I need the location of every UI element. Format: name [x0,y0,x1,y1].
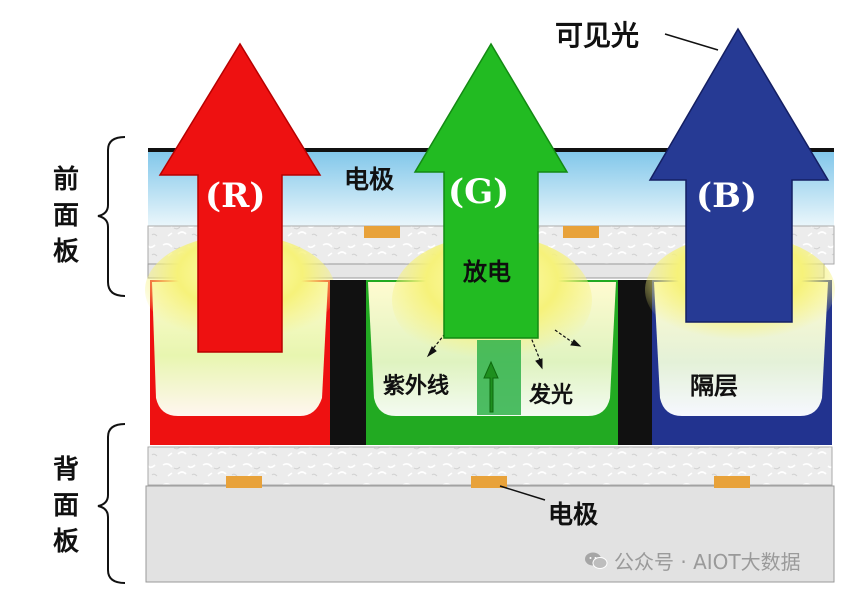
uv-arrow [483,360,499,413]
barrier-rib-right [618,280,652,445]
visible-light-pointer [664,33,719,51]
electrode-bottom-pointer [499,485,546,501]
wechat-icon [585,552,608,569]
uv-column [477,340,521,415]
barrier-rib-left [330,280,366,445]
discharge-label: 放电 [463,258,511,286]
back-panel-label: 背面板 [50,452,82,560]
top-electrode-left [364,226,400,238]
arrow-blue [648,27,830,323]
red-label: (R) [205,176,266,216]
emission-label: 发光 [529,383,574,408]
front-panel-bracket [97,136,126,297]
arrow-green [413,42,569,339]
visible-light-label: 可见光 [555,19,640,52]
front-panel-label: 前面板 [50,162,82,270]
watermark: 公众号 · AIOT大数据 [584,546,801,575]
barrier-label: 隔层 [690,372,738,400]
back-glass [145,485,835,583]
uv-emission-arrows [426,329,582,370]
bottom-electrode-mid [471,476,507,488]
bottom-electrode-left [226,476,262,488]
bottom-electrode-right [714,476,750,488]
watermark-text: 公众号 · AIOT大数据 [614,550,801,574]
arrow-red [158,42,322,353]
back-panel-bracket [97,423,126,584]
back-panel-text: 背面板 [52,455,79,557]
green-label: (G) [448,172,510,212]
electrode-top-label: 电极 [344,165,395,194]
ultraviolet-label: 紫外线 [383,374,450,399]
top-electrode-right [563,226,599,238]
blue-label: (B) [696,176,757,216]
electrode-bottom-label: 电极 [548,500,599,529]
front-panel-text: 前面板 [52,165,79,267]
